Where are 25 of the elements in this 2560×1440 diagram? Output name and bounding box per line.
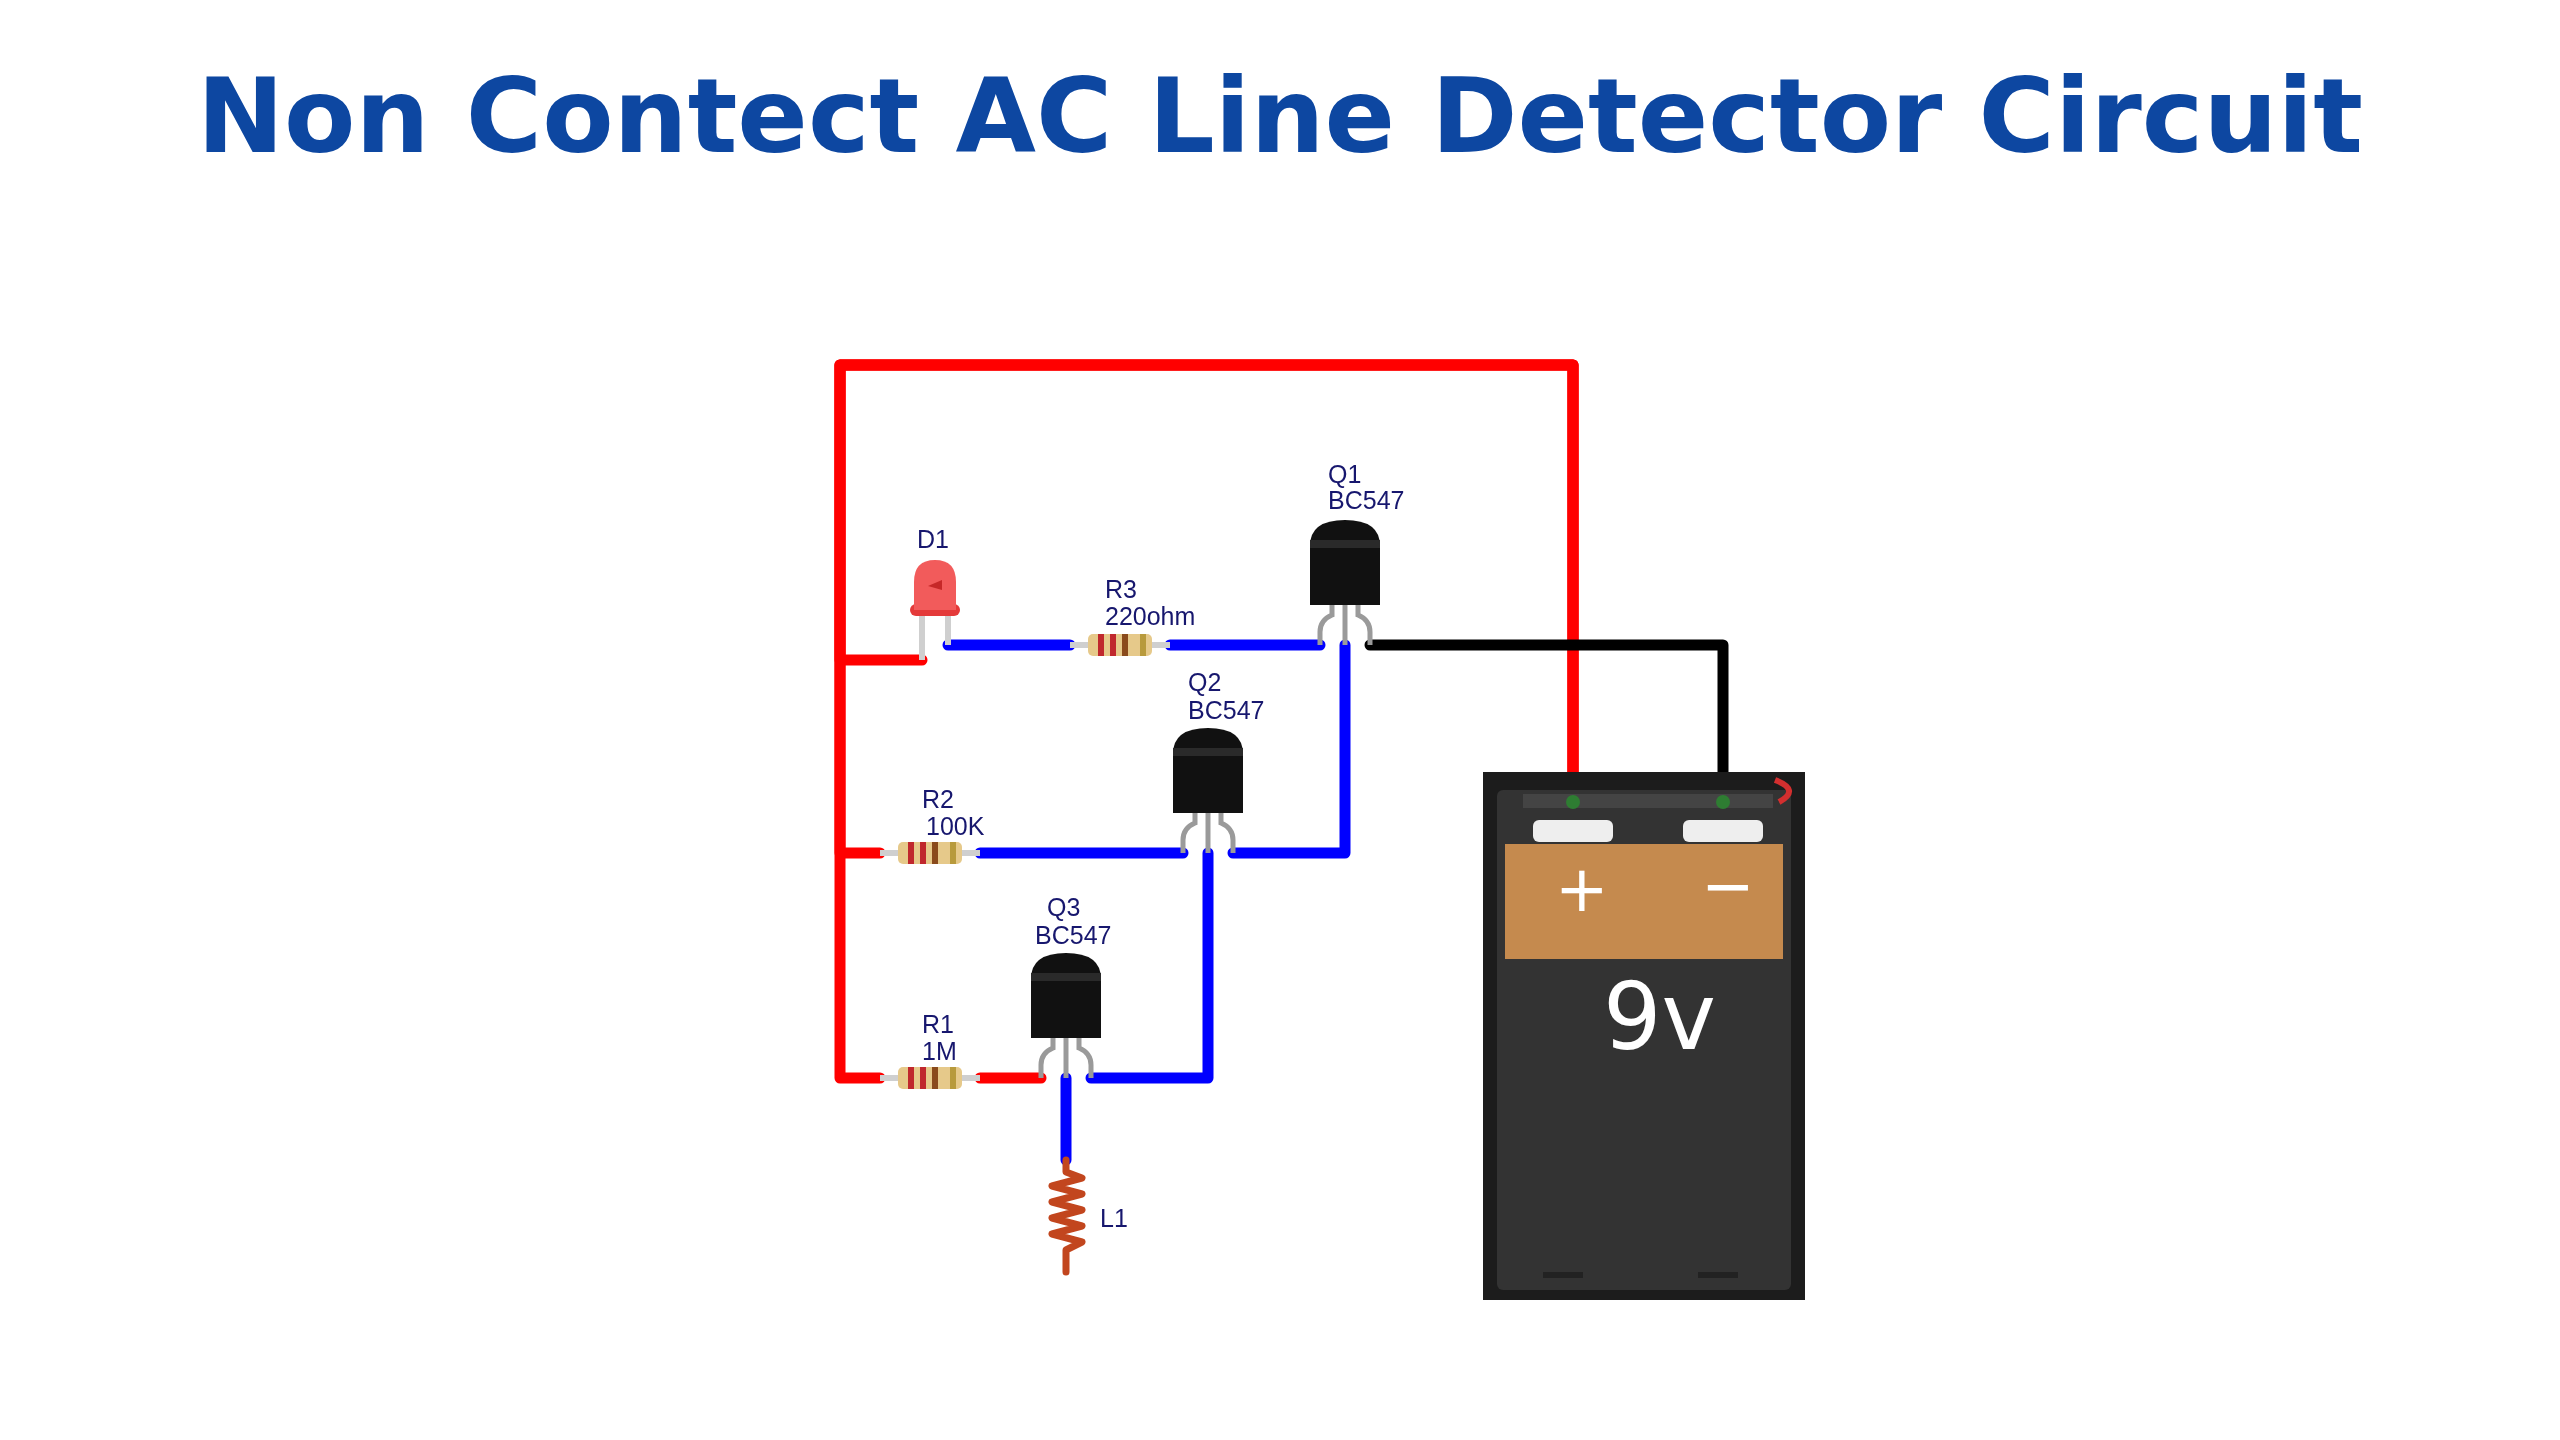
wire — [1164, 639, 1326, 651]
component-label: Q1 — [1328, 460, 1362, 488]
wire — [974, 1072, 1047, 1084]
wire — [834, 359, 1579, 1084]
wire — [1060, 1072, 1072, 1166]
wire — [942, 639, 1076, 651]
component-value: 220ohm — [1105, 602, 1196, 630]
component-label: D1 — [917, 525, 949, 553]
component-value: 1M — [922, 1037, 957, 1065]
wire — [1085, 847, 1214, 1084]
component-label: Q3 — [1047, 893, 1081, 921]
component-value: BC547 — [1035, 921, 1112, 949]
component-label: R3 — [1105, 575, 1137, 603]
component-label: Q2 — [1188, 668, 1222, 696]
polarity-sign: − — [1701, 854, 1755, 918]
wire — [1227, 639, 1351, 859]
voltage-label: 9v — [1603, 972, 1716, 1064]
component-value: BC547 — [1188, 696, 1265, 724]
component-value: 100K — [926, 812, 985, 840]
component-label: L1 — [1100, 1204, 1128, 1232]
polarity-sign: + — [1555, 857, 1609, 921]
component-label: R1 — [922, 1010, 954, 1038]
component-label: R2 — [922, 785, 954, 813]
title: Non Contect AC Line Detector Circuit — [197, 55, 2363, 177]
wire — [974, 847, 1189, 859]
